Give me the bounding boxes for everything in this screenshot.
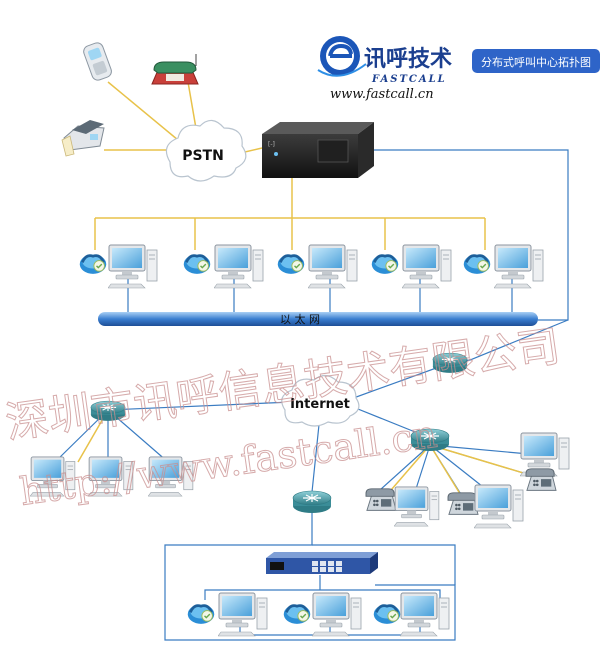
computer-icon [400,592,450,637]
logo-subtext: FASTCALL [371,74,447,85]
softphone-icon [276,253,306,275]
brand-header: 讯呼技术 FASTCALL www.fastcall.cn 分布式呼叫中心拓扑图 [317,36,600,102]
computer-icon [402,244,452,289]
rack-server-icon: [-] [262,122,374,178]
yellow-links [77,81,541,498]
server-tag: [-] [268,141,275,148]
computer-icon [218,592,268,637]
agent-4 [370,244,452,289]
softphone-icon [186,603,216,625]
internet-label: Internet [290,397,350,412]
desk-telephone-icon [151,54,199,85]
ip-phone-icon [447,492,479,515]
ip-phone-icon [525,468,557,491]
agent-2 [182,244,264,289]
agent-5 [462,244,544,289]
computer-icon [394,486,440,527]
ethernet-bus: 以 太 网 [98,312,538,326]
softphone-icon [78,253,108,275]
voice-gateway-icon [266,552,378,574]
fastcall-logo-icon [317,36,367,77]
softphone-icon [372,603,402,625]
softphone-icon [370,253,400,275]
computer-icon [494,244,544,289]
computer-icon [474,484,524,529]
softphone-icon [182,253,212,275]
brand-url: www.fastcall.cn [330,87,434,102]
agent-row [78,244,544,289]
topology-title: 分布式呼叫中心拓扑图 [481,55,591,69]
mobile-phone-icon [83,42,112,81]
pstn-cloud: PSTN [165,119,247,182]
pstn-label: PSTN [182,148,224,164]
router-icon [292,490,332,514]
softphone-icon [282,603,312,625]
watermark-company: 深圳市讯呼信息技术有限公司 [3,322,564,449]
logo-text: 讯呼技术 [364,47,452,72]
agent-1 [78,244,158,289]
ip-phone-icon [365,488,397,511]
fax-machine-icon [61,120,105,157]
agent-3 [276,244,358,289]
softphone-icon [462,253,492,275]
bottom-agent-row [186,592,450,637]
ethernet-label: 以 太 网 [280,313,320,326]
computer-icon [214,244,264,289]
computer-icon [108,244,158,289]
internet-cloud: Internet [281,374,360,427]
topology-title-badge: 分布式呼叫中心拓扑图 [472,49,600,73]
computer-icon [308,244,358,289]
computer-icon [312,592,362,637]
